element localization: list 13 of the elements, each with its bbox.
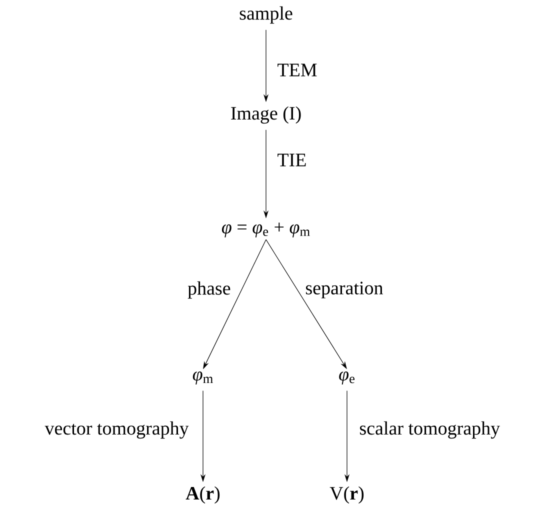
- term-label: φ$_{m}$: [192, 372, 213, 384]
- edge-label: phase: [188, 281, 230, 299]
- term-label: Image (I): [231, 106, 301, 124]
- term-label: sample: [240, 6, 292, 24]
- term-label: φ$_{e}$: [339, 372, 354, 384]
- term-label: A(r): [186, 486, 220, 504]
- edge-label: TEM: [278, 64, 317, 76]
- edge-label: separation: [306, 282, 383, 298]
- edge-label: scalar tomography: [360, 421, 500, 439]
- term-label: φ = φ$_{e}$ + φ$_{m}$: [222, 222, 310, 238]
- term-label: V(r): [330, 486, 364, 504]
- edge-label: vector tomography: [44, 421, 189, 439]
- edge-label: TIE: [278, 154, 306, 166]
